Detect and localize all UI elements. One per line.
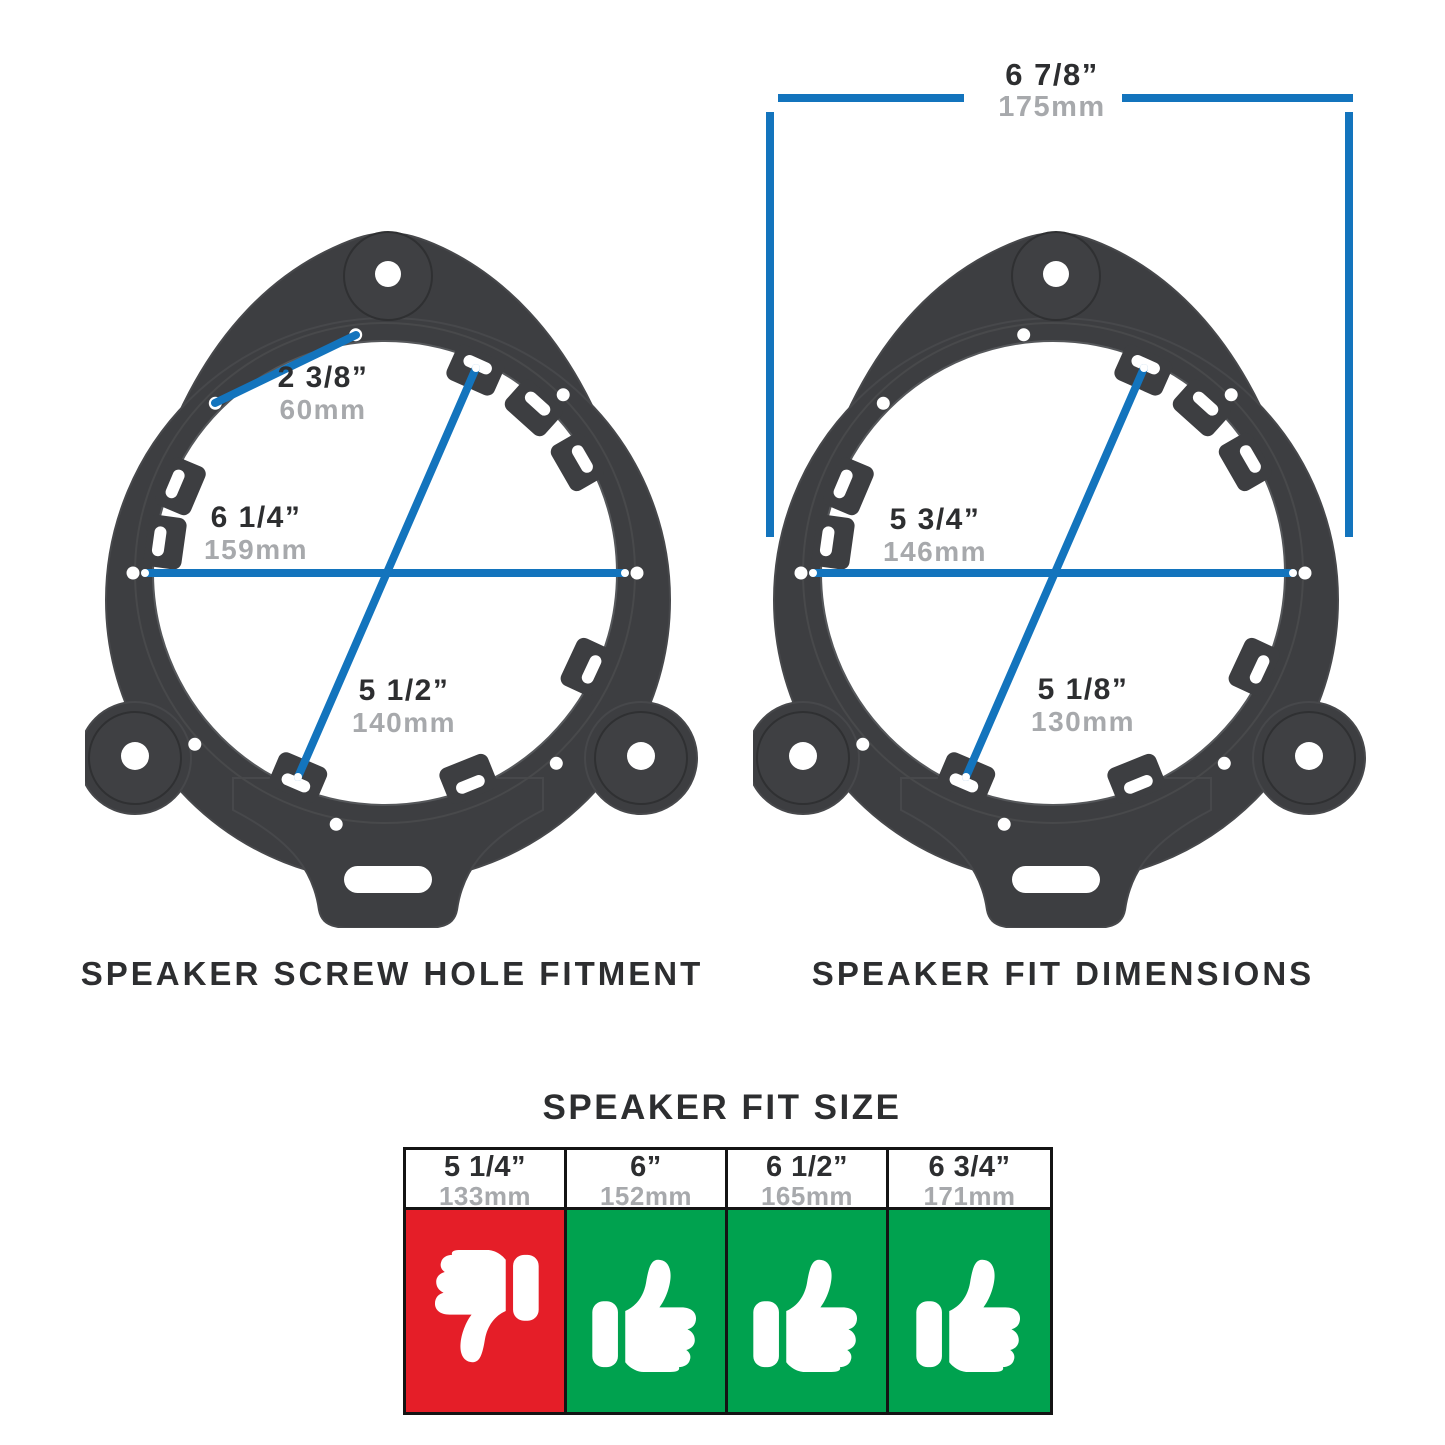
fit-size-mm: 133mm [438,1181,532,1211]
speaker-fit-size-table: 5 1/4” 133mm 6” 152mm 6 1/2” 165mm 6 3/4… [403,1147,1053,1415]
fit-size-inches: 5 1/4” [444,1151,526,1183]
fit-size-inches: 6 1/2” [766,1151,848,1183]
right-diagram-caption: SPEAKER FIT DIMENSIONS [811,955,1315,992]
fit-cell-fits [567,1210,728,1412]
measurement-label-159mm: 6 1/4” 159mm [204,503,308,564]
fit-cell-no-fit [406,1210,567,1412]
dimension-bar-top-left [778,94,964,102]
right-bracket-illustration [753,231,1366,928]
measurement-mm: 60mm [279,394,367,425]
fit-cell-fits [728,1210,889,1412]
measurement-label-146mm: 5 3/4” 146mm [883,505,987,566]
fit-size-header: 6” 152mm [567,1150,728,1210]
dimension-bar-top-right [1122,94,1353,102]
thumbs-up-icon [592,1259,697,1372]
measurement-inches: 6 7/8” [1005,57,1099,92]
measurement-label-130mm: 5 1/8” 130mm [1031,675,1135,736]
measurement-mm: 146mm [882,536,988,567]
fit-size-mm: 171mm [923,1181,1016,1211]
fit-size-mm: 165mm [760,1181,854,1211]
fit-size-inches: 6 3/4” [928,1151,1011,1183]
measurement-inches: 6 1/4” [210,501,302,534]
left-dimension-lines [141,331,629,781]
right-dimension-lines [809,364,1297,781]
measurement-inches: 5 1/8” [1037,673,1129,706]
dimension-bar-right-extension [1345,112,1353,537]
fit-table-title: SPEAKER FIT SIZE [542,1088,902,1127]
measurement-mm: 130mm [1030,706,1136,737]
fit-size-header: 5 1/4” 133mm [406,1150,567,1210]
measurement-label-140mm: 5 1/2” 140mm [352,676,456,737]
dimension-line-end-dots [141,364,629,781]
measurement-label-175mm: 6 7/8” 175mm [998,57,1106,123]
left-diagram-caption: SPEAKER SCREW HOLE FITMENT [80,955,704,992]
fit-cell-fits [889,1210,1050,1412]
left-bracket-illustration [85,231,698,928]
measurement-mm: 159mm [203,534,309,565]
fit-size-mm: 152mm [599,1181,693,1211]
fit-size-inches: 6” [630,1151,662,1183]
dimension-line-end-dots [809,364,1297,781]
thumbs-down-icon [434,1250,539,1363]
fit-size-header: 6 3/4” 171mm [889,1150,1050,1210]
thumbs-up-icon [753,1259,858,1372]
measurement-label-60mm: 2 3/8” 60mm [278,363,369,424]
measurement-mm: 175mm [998,91,1106,123]
measurement-inches: 5 1/2” [358,674,450,707]
measurement-mm: 140mm [351,707,457,738]
dimension-bar-left-extension [766,112,774,537]
measurement-inches: 2 3/8” [277,361,369,394]
fit-size-header: 6 1/2” 165mm [728,1150,889,1210]
measurement-inches: 5 3/4” [889,503,981,536]
thumbs-up-icon [915,1259,1020,1372]
